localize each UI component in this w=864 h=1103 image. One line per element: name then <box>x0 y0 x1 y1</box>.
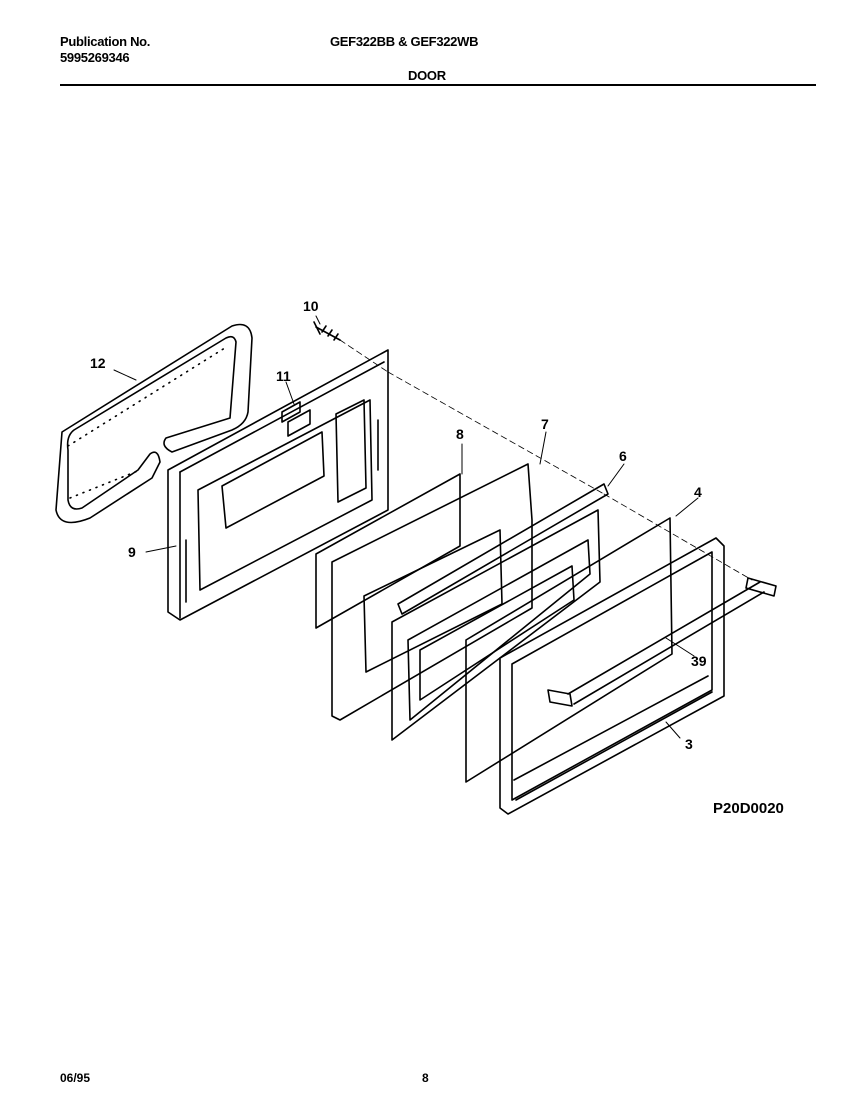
model-numbers: GEF322BB & GEF322WB <box>330 34 479 49</box>
callout-9: 9 <box>128 544 136 560</box>
callout-3: 3 <box>685 736 693 752</box>
publication-number: 5995269346 <box>60 50 130 65</box>
latch-bracket-part <box>281 401 301 423</box>
header-rule <box>60 84 816 86</box>
callout-10: 10 <box>303 298 319 314</box>
outer-glass-part <box>465 517 673 783</box>
callout-6: 6 <box>619 448 627 464</box>
callout-11: 11 <box>276 368 291 384</box>
section-title: DOOR <box>408 68 446 83</box>
outer-door-frame-part <box>499 537 725 815</box>
callout-12: 12 <box>90 355 106 371</box>
revision-date: 06/95 <box>60 1071 91 1085</box>
diagram-code: P20D0020 <box>713 800 784 817</box>
inner-door-panel-part <box>167 349 389 621</box>
publication-label: Publication No. <box>60 34 151 49</box>
callout-8: 8 <box>456 426 464 442</box>
callout-4: 4 <box>694 484 702 500</box>
door-gasket-part <box>55 323 253 524</box>
callout-39: 39 <box>691 653 707 669</box>
callout-7: 7 <box>541 416 549 432</box>
screw-part <box>313 321 389 373</box>
door-handle-part <box>547 577 777 707</box>
alignment-lines <box>387 371 753 581</box>
page-number: 8 <box>422 1071 429 1085</box>
leader-lines <box>113 315 699 739</box>
inner-glass-part <box>391 483 609 741</box>
